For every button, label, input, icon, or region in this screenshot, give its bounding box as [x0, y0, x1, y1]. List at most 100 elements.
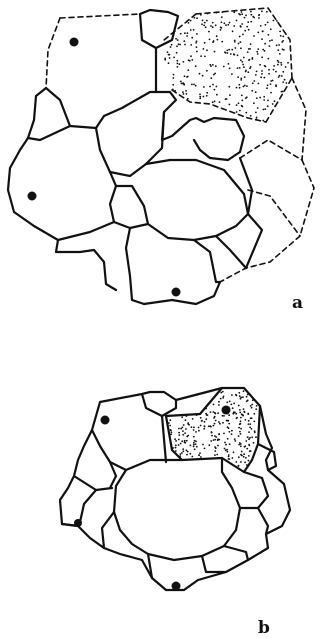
stipple-dot: [218, 421, 220, 423]
stipple-dot: [219, 423, 221, 425]
stipple-dot: [186, 454, 188, 456]
stipple-dot: [261, 10, 263, 12]
stipple-dot: [223, 433, 225, 435]
stipple-dot: [270, 28, 272, 30]
stipple-dot: [213, 439, 215, 441]
stipple-dot: [253, 102, 255, 104]
stipple-dot: [212, 64, 214, 66]
stipple-dot: [178, 434, 180, 436]
stipple-dot: [187, 32, 189, 34]
stipple-dot: [198, 427, 200, 429]
stipple-dot: [214, 454, 216, 456]
stipple-dot: [202, 75, 204, 77]
stipple-dot: [250, 405, 252, 407]
stipple-dot: [193, 426, 195, 428]
stipple-dot: [247, 413, 249, 415]
stipple-dot: [228, 427, 230, 429]
stipple-dot: [245, 440, 247, 442]
stipple-dot: [239, 67, 241, 69]
stipple-dot: [229, 22, 231, 24]
stipple-dot: [253, 442, 255, 444]
stipple-dot: [249, 427, 251, 429]
stipple-dot: [192, 418, 194, 420]
stipple-dot: [262, 31, 264, 33]
stipple-dot: [243, 66, 245, 68]
stipple-dot: [237, 54, 239, 56]
stipple-dot: [238, 427, 240, 429]
stipple-dot: [222, 391, 224, 393]
stipple-dot: [179, 63, 181, 65]
stipple-dot: [235, 461, 237, 463]
stipple-dot: [215, 436, 217, 438]
stipple-dot: [182, 450, 184, 452]
stipple-dot: [241, 23, 243, 25]
stipple-dot: [279, 31, 281, 33]
stipple-dot: [218, 433, 220, 435]
stipple-dot: [220, 398, 222, 400]
stipple-dot: [255, 408, 257, 410]
stipple-dot: [249, 437, 251, 439]
stipple-dot: [238, 435, 240, 437]
stipple-dot: [202, 444, 204, 446]
stipple-dot: [182, 91, 184, 93]
stipple-dot: [175, 445, 177, 447]
stipple-dot: [246, 448, 248, 450]
stipple-dot: [187, 69, 189, 71]
stipple-dot: [238, 43, 240, 45]
stipple-dot: [239, 412, 241, 414]
stipple-dot: [189, 453, 191, 455]
stipple-dot: [242, 414, 244, 416]
stipple-dot: [287, 62, 289, 64]
stipple-dot: [185, 419, 187, 421]
stipple-dot: [202, 20, 204, 22]
stipple-dot: [212, 84, 214, 86]
stipple-dot: [226, 420, 228, 422]
stipple-dot: [240, 417, 242, 419]
stipple-dot: [169, 57, 171, 59]
stipple-dot: [264, 108, 266, 110]
stipple-dot: [264, 77, 266, 79]
stipple-dot: [245, 457, 247, 459]
stipple-dot: [228, 49, 230, 51]
stipple-dot: [242, 34, 244, 36]
stipple-dot: [180, 443, 182, 445]
stipple-dot: [213, 74, 215, 76]
stipple-dot: [239, 409, 241, 411]
stipple-dot: [203, 428, 205, 430]
stipple-dot: [250, 66, 252, 68]
stipple-dot: [191, 59, 193, 61]
stipple-dot: [286, 82, 288, 84]
stipple-dot: [259, 97, 261, 99]
stipple-dot: [186, 93, 188, 95]
stipple-dot: [238, 456, 240, 458]
stipple-dot: [229, 443, 231, 445]
stipple-dot: [167, 51, 169, 53]
stipple-dot: [263, 99, 265, 101]
stipple-dot: [180, 33, 182, 35]
panel-a-cell-walls: [8, 10, 262, 304]
stipple-dot: [243, 57, 245, 59]
panel-b-cell-walls: [60, 388, 290, 590]
stipple-dot: [200, 425, 202, 427]
stipple-dot: [164, 59, 166, 61]
stipple-dot: [217, 412, 219, 414]
stipple-dot: [199, 96, 201, 98]
panel-b-stippled-cell: [168, 390, 258, 467]
stipple-dot: [201, 420, 203, 422]
stipple-dot: [188, 424, 190, 426]
stipple-dot: [206, 70, 208, 72]
stipple-dot: [284, 79, 286, 81]
stipple-dot: [171, 44, 173, 46]
stipple-dot: [183, 93, 185, 95]
stipple-dot: [248, 48, 250, 50]
stipple-dot: [246, 396, 248, 398]
stipple-dot: [260, 76, 262, 78]
stipple-dot: [196, 40, 198, 42]
stipple-dot: [214, 51, 216, 53]
stipple-dot: [280, 62, 282, 64]
stipple-dot: [203, 96, 205, 98]
stipple-dot: [274, 100, 276, 102]
stipple-dot: [211, 435, 213, 437]
stipple-dot: [242, 64, 244, 66]
stipple-dot: [233, 412, 235, 414]
